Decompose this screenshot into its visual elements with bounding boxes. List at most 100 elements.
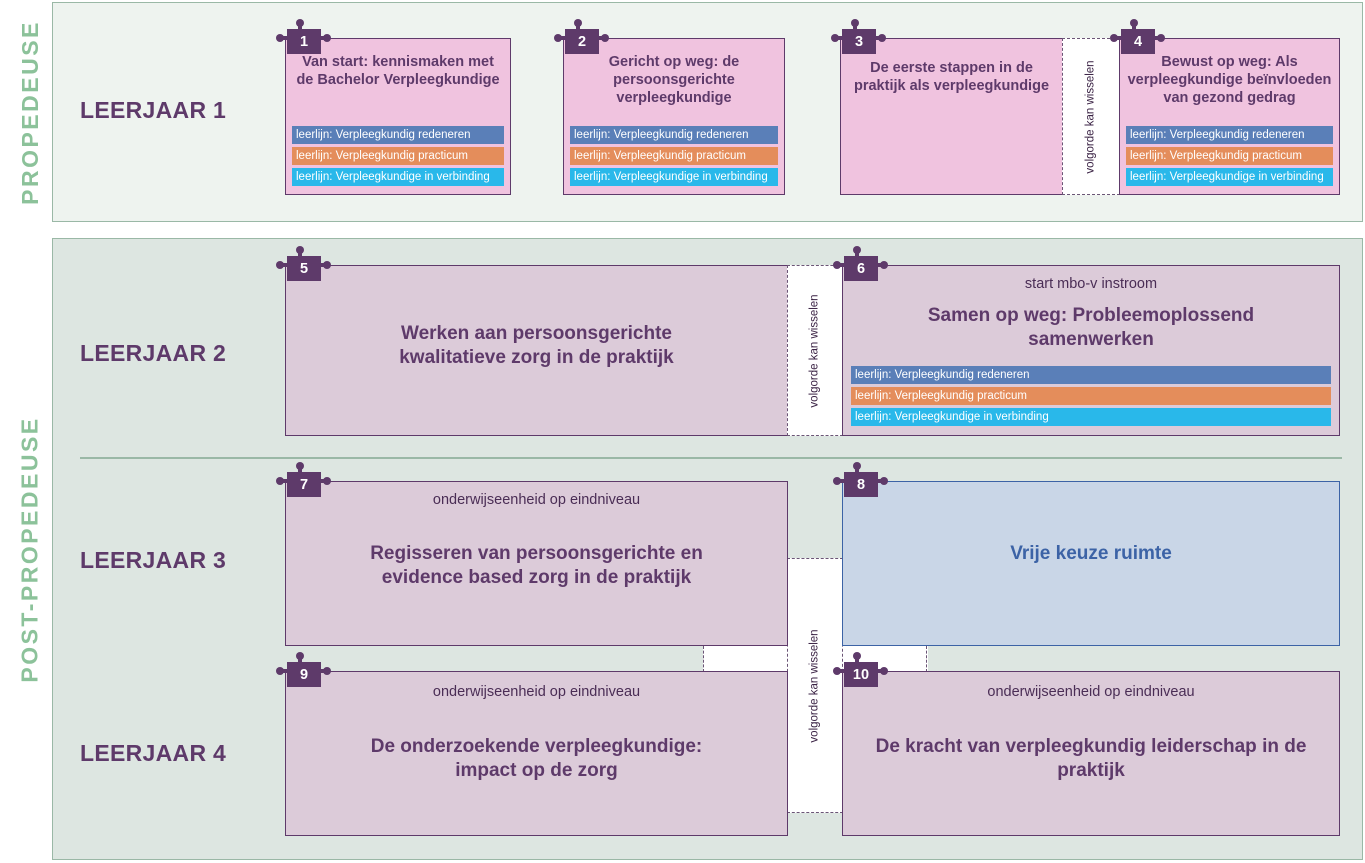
- swap-dashed-edge: [926, 646, 927, 672]
- year-label-1: LEERJAAR 1: [80, 97, 227, 123]
- puzzle-stem: [839, 669, 845, 673]
- unit-number: 5: [287, 256, 321, 281]
- unit-number: 7: [287, 472, 321, 497]
- unit-title: De eerste stappen in de praktijk als ver…: [853, 60, 1050, 95]
- unit-number: 1: [287, 29, 321, 54]
- unit-number: 10: [844, 662, 878, 687]
- puzzle-knob: [276, 667, 284, 675]
- unit-title: Samen op weg: Probleemoplossend samenwer…: [927, 305, 1255, 350]
- unit-title: Werken aan persoonsgerichte kwalitatieve…: [399, 323, 674, 368]
- leerlijn-verbinding: leerlijn: Verpleegkundige in verbinding: [1126, 168, 1333, 186]
- unit-card-10: onderwijseenheid op eindniveau De kracht…: [842, 671, 1340, 836]
- swap-note-2: volgorde kan wisselen: [787, 265, 843, 436]
- unit-title: Gericht op weg: de persoonsgerichte verp…: [608, 54, 740, 107]
- leerlijn-practicum: leerlijn: Verpleegkundig practicum: [570, 147, 778, 165]
- year-divider: [80, 457, 1342, 459]
- puzzle-stem: [319, 669, 325, 673]
- puzzle-knob: [833, 261, 841, 269]
- puzzle-knob: [554, 34, 562, 42]
- year-label-4: LEERJAAR 4: [80, 740, 227, 766]
- leerlijn-redeneren: leerlijn: Verpleegkundig redeneren: [851, 366, 1331, 384]
- year-label-2: LEERJAAR 2: [80, 340, 227, 366]
- unit-number: 6: [844, 256, 878, 281]
- unit-card-8: Vrije keuze ruimte: [842, 481, 1340, 646]
- puzzle-stem: [319, 479, 325, 483]
- puzzle-stem: [282, 263, 288, 267]
- puzzle-knob: [853, 246, 861, 254]
- leerlijn-redeneren: leerlijn: Verpleegkundig redeneren: [1126, 126, 1333, 144]
- leerlijn-verbinding: leerlijn: Verpleegkundige in verbinding: [570, 168, 778, 186]
- leerlijn-practicum: leerlijn: Verpleegkundig practicum: [851, 387, 1331, 405]
- puzzle-knob: [878, 34, 886, 42]
- unit-card-9: onderwijseenheid op eindniveau De onderz…: [285, 671, 788, 836]
- unit-subtitle: start mbo-v instroom: [1024, 276, 1158, 292]
- puzzle-stem: [874, 36, 880, 40]
- swap-dashed-edge: [703, 646, 704, 672]
- puzzle-stem: [282, 36, 288, 40]
- unit-title: Van start: kennismaken met de Bachelor V…: [296, 54, 500, 89]
- puzzle-stem: [282, 669, 288, 673]
- puzzle-knob: [1157, 34, 1165, 42]
- unit-card-4: Bewust op weg: Als verpleegkundige beïnv…: [1119, 38, 1340, 195]
- puzzle-knob: [323, 261, 331, 269]
- leerlijn-practicum: leerlijn: Verpleegkundig practicum: [292, 147, 504, 165]
- puzzle-stem: [839, 263, 845, 267]
- puzzle-stem: [319, 36, 325, 40]
- unit-card-3: De eerste stappen in de praktijk als ver…: [840, 38, 1063, 195]
- puzzle-knob: [601, 34, 609, 42]
- unit-number: 9: [287, 662, 321, 687]
- unit-number: 2: [565, 29, 599, 54]
- phase-label-post-propedeuse: POST-PROPEDEUSE: [16, 415, 43, 683]
- puzzle-stem: [839, 479, 845, 483]
- puzzle-stem: [837, 36, 843, 40]
- unit-card-5: Werken aan persoonsgerichte kwalitatieve…: [285, 265, 788, 436]
- puzzle-stem: [1153, 36, 1159, 40]
- unit-card-6: start mbo-v instroom Samen op weg: Probl…: [842, 265, 1340, 436]
- unit-title: Vrije keuze ruimte: [1010, 543, 1172, 564]
- puzzle-stem: [876, 263, 882, 267]
- phase-label-propedeuse: PROPEDEUSE: [16, 19, 43, 205]
- puzzle-knob: [323, 477, 331, 485]
- leerlijn-verbinding: leerlijn: Verpleegkundige in verbinding: [292, 168, 504, 186]
- puzzle-stem: [1116, 36, 1122, 40]
- puzzle-knob: [851, 19, 859, 27]
- unit-card-7: onderwijseenheid op eindniveau Regissere…: [285, 481, 788, 646]
- unit-title: Bewust op weg: Als verpleegkundige beïnv…: [1127, 54, 1332, 107]
- unit-subtitle: onderwijseenheid op eindniveau: [432, 684, 641, 700]
- puzzle-knob: [574, 19, 582, 27]
- puzzle-knob: [323, 34, 331, 42]
- puzzle-knob: [853, 462, 861, 470]
- swap-note-3: volgorde kan wisselen: [787, 558, 843, 813]
- puzzle-knob: [323, 667, 331, 675]
- puzzle-stem: [282, 479, 288, 483]
- puzzle-knob: [833, 477, 841, 485]
- unit-subtitle: onderwijseenheid op eindniveau: [432, 492, 641, 508]
- puzzle-knob: [880, 477, 888, 485]
- puzzle-knob: [276, 261, 284, 269]
- puzzle-knob: [831, 34, 839, 42]
- leerlijn-practicum: leerlijn: Verpleegkundig practicum: [1126, 147, 1333, 165]
- unit-subtitle: onderwijseenheid op eindniveau: [987, 684, 1195, 700]
- unit-card-2: Gericht op weg: de persoonsgerichte verp…: [563, 38, 785, 195]
- puzzle-knob: [276, 34, 284, 42]
- leerlijn-verbinding: leerlijn: Verpleegkundige in verbinding: [851, 408, 1331, 426]
- unit-card-1: Van start: kennismaken met de Bachelor V…: [285, 38, 511, 195]
- swap-note-1: volgorde kan wisselen: [1062, 38, 1120, 195]
- unit-title: Regisseren van persoonsgerichte en evide…: [370, 543, 703, 588]
- puzzle-knob: [276, 477, 284, 485]
- puzzle-knob: [833, 667, 841, 675]
- year-label-3: LEERJAAR 3: [80, 547, 227, 573]
- puzzle-stem: [597, 36, 603, 40]
- puzzle-knob: [853, 652, 861, 660]
- puzzle-stem: [319, 263, 325, 267]
- unit-title: De onderzoekende verpleegkundige: impact…: [370, 736, 703, 781]
- puzzle-stem: [876, 669, 882, 673]
- puzzle-knob: [296, 462, 304, 470]
- puzzle-knob: [880, 261, 888, 269]
- unit-number: 4: [1121, 29, 1155, 54]
- puzzle-stem: [876, 479, 882, 483]
- unit-number: 8: [844, 472, 878, 497]
- puzzle-knob: [296, 19, 304, 27]
- puzzle-knob: [1130, 19, 1138, 27]
- leerlijn-redeneren: leerlijn: Verpleegkundig redeneren: [292, 126, 504, 144]
